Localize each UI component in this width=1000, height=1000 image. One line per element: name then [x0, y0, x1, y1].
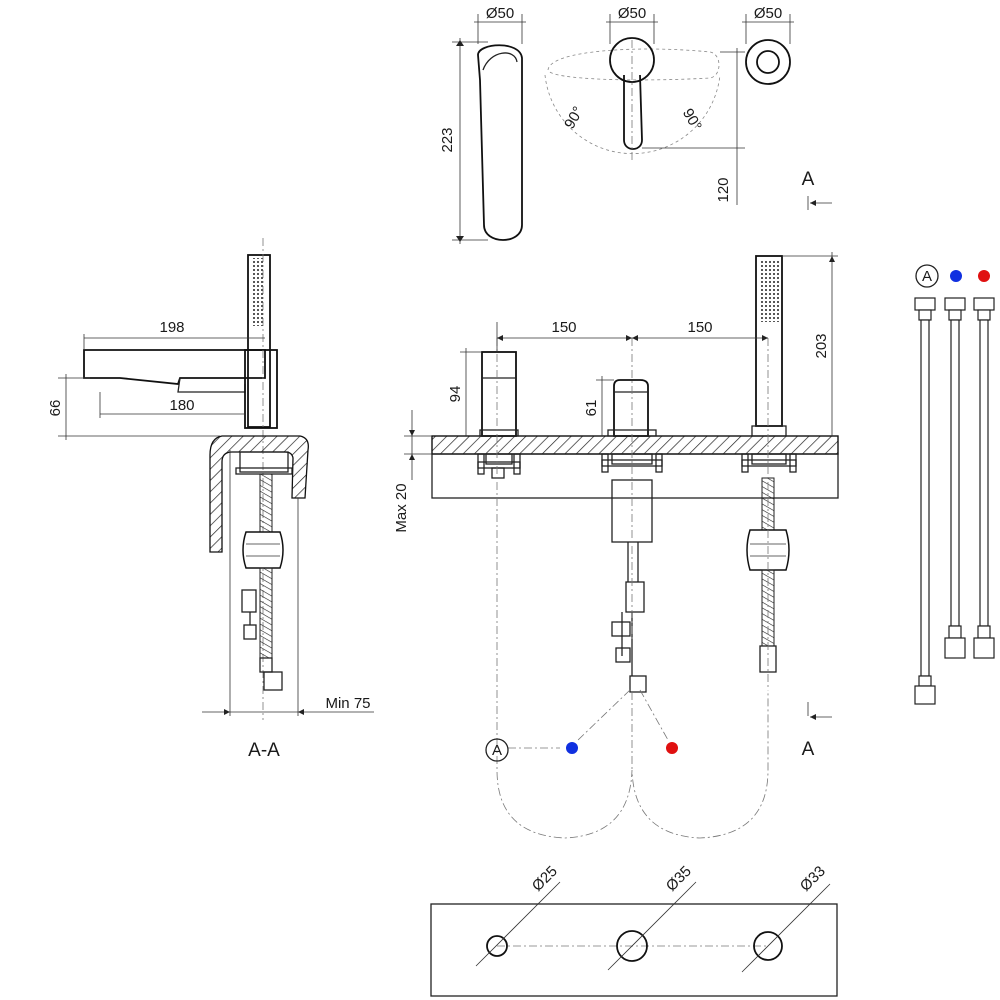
spacing-left-label: 150: [551, 319, 576, 336]
hole-left-label: Ø25: [529, 863, 561, 895]
angle-right-label: 90°: [679, 106, 705, 134]
legend-cold-dot: [950, 270, 962, 282]
spout-reach-label: 198: [159, 319, 184, 336]
section-marker-bottom-label: A: [802, 739, 815, 760]
section-title: A-A: [248, 740, 280, 761]
shower-diameter-label: Ø50: [754, 5, 782, 22]
deck-thickness-label: Max 20: [393, 483, 410, 532]
hoses-legend: A: [914, 264, 995, 705]
spout-outlet-label: 180: [169, 397, 194, 414]
spout-body: [477, 338, 521, 740]
spout-height-label: 223: [439, 127, 456, 152]
mixer-top-outline: Ø50 90° 90° 120: [544, 5, 745, 205]
front-view: 150 150 94 61 203 Max 20 A A: [393, 252, 839, 839]
mixer-body-height-label: 61: [583, 400, 600, 417]
cold-connection-dot: [566, 742, 578, 754]
hand-shower: [741, 255, 797, 690]
mixer-diameter-label: Ø50: [618, 5, 646, 22]
spout-height-66-label: 66: [47, 400, 64, 417]
hole-left: [486, 935, 508, 957]
spacing-right-label: 150: [687, 319, 712, 336]
section-marker-top: A: [802, 169, 832, 210]
angle-left-label: 90°: [561, 104, 587, 132]
hole-mid: [616, 930, 648, 962]
hole-mid-label: Ø35: [663, 863, 695, 895]
min-clearance-label: Min 75: [325, 695, 370, 712]
mixer-body: [601, 338, 663, 693]
hot-connection-dot: [666, 742, 678, 754]
spout-body-height-label: 94: [447, 386, 464, 403]
spout-diameter-label: Ø50: [486, 5, 514, 22]
section-marker-top-label: A: [802, 169, 815, 190]
shower-height-label: 203: [813, 333, 830, 358]
hoses-legend-a-label: A: [922, 268, 932, 285]
hole-right: [753, 931, 783, 961]
spout-side-outline: Ø50 223: [439, 5, 526, 244]
shower-holder-top: Ø50: [742, 5, 794, 85]
depth-handle-label: 120: [715, 177, 732, 202]
connection-a-label: A: [492, 742, 502, 759]
hole-template: Ø25 Ø35 Ø33: [430, 863, 838, 997]
section-view: 198 180 66 Min 75 A-A: [47, 238, 374, 761]
top-view: Ø50 223 Ø50 90° 90° 120: [439, 5, 832, 244]
legend-hot-dot: [978, 270, 990, 282]
